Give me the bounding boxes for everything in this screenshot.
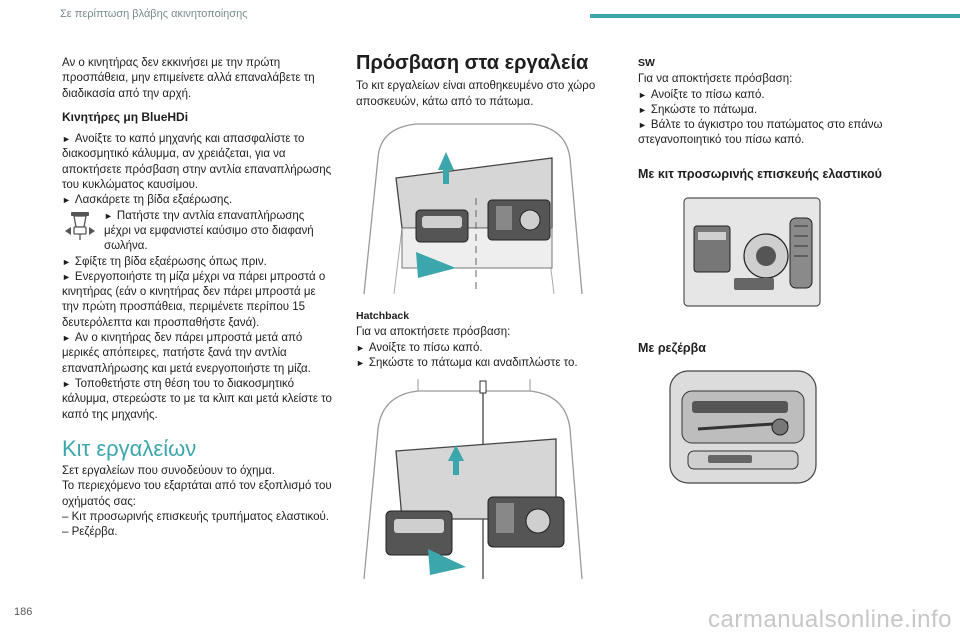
intro-paragraph: Αν ο κινητήρας δεν εκκινήσει με την πρώτ… — [62, 57, 315, 100]
hatchback-step-1: ►Ανοίξτε το πίσω καπό. — [356, 341, 483, 354]
bullet-marker: ► — [62, 134, 71, 145]
sw-step-2: ►Σηκώστε το πάτωμα. — [638, 103, 758, 116]
sw-intro: Για να αποκτήσετε πρόσβαση: — [638, 73, 793, 86]
tool-kit-item-2: – Ρεζέρβα. — [62, 526, 118, 539]
page-number: 186 — [14, 606, 33, 618]
section-title-tool-kit: Κιτ εργαλείων — [62, 435, 197, 461]
watermark: carmanualsonline.info — [708, 606, 952, 633]
trunk-illustration-sw — [356, 117, 590, 294]
tool-kit-p1: Σετ εργαλείων που συνοδεύουν το όχημα. — [62, 465, 275, 478]
step-7: ►Τοποθετήστε στη θέση του το διακοσμητικ… — [62, 377, 332, 421]
lift-arrow-icon — [438, 151, 454, 184]
access-title: Πρόσβαση στα εργαλεία — [356, 52, 589, 74]
step-2: ►Λασκάρετε τη βίδα εξαέρωσης. — [62, 194, 233, 207]
header-title: Σε περίπτωση βλάβης ακινητοποίησης — [60, 8, 248, 20]
tool-kit-item-1: – Κιτ προσωρινής επισκευής τρυπήματος ελ… — [62, 511, 330, 524]
hatchback-step-2: ►Σηκώστε το πάτωμα και αναδιπλώστε το. — [356, 357, 578, 370]
step-5: ►Ενεργοποιήστε τη μίζα μέχρι να πάρει μπ… — [62, 270, 326, 329]
step-3-with-icon: ►Πατήστε την αντλία επαναπλήρωσης μέχρι … — [62, 209, 334, 255]
pump-pedal-icon — [65, 211, 95, 240]
subheading-non-bluehdi: Κινητήρες μη BlueHDi — [62, 109, 189, 124]
spare-wheel-illustration — [668, 368, 818, 485]
column-middle: Πρόσβαση στα εργαλεία Το κιτ εργαλείων ε… — [356, 52, 620, 585]
sw-label: SW — [638, 57, 655, 69]
tool-kit-p2: Το περιεχόμενο του εξαρτάται από τον εξο… — [62, 480, 332, 508]
trunk-illustration-hatchback — [356, 379, 590, 580]
hatchback-intro: Για να αποκτήσετε πρόσβαση: — [356, 326, 511, 339]
sw-step-3: ►Βάλτε το άγκιστρο του πατώματος στο επά… — [638, 119, 883, 147]
column-left: Αν ο κινητήρας δεν εκκινήσει με την πρώτ… — [62, 56, 334, 541]
hatchback-label: Hatchback — [356, 310, 410, 323]
header-accent-bar — [590, 14, 960, 18]
repair-kit-heading: Με κιτ προσωρινής επισκευής ελαστικού — [638, 166, 882, 181]
step-6: ►Αν ο κινητήρας δεν πάρει μπροστά μετά α… — [62, 332, 311, 375]
sw-step-1: ►Ανοίξτε το πίσω καπό. — [638, 88, 765, 101]
column-right: SW Για να αποκτήσετε πρόσβαση: ►Ανοίξτε … — [638, 56, 908, 490]
step-1: ►Ανοίξτε το καπό μηχανής και απασφαλίστε… — [62, 133, 332, 192]
access-intro: Το κιτ εργαλείων είναι αποθηκευμένο στο … — [356, 80, 596, 108]
repair-kit-illustration — [682, 196, 822, 309]
step-4: ►Σφίξτε τη βίδα εξαέρωσης όπως πριν. — [62, 255, 267, 268]
spare-wheel-heading: Με ρεζέρβα — [638, 341, 706, 356]
